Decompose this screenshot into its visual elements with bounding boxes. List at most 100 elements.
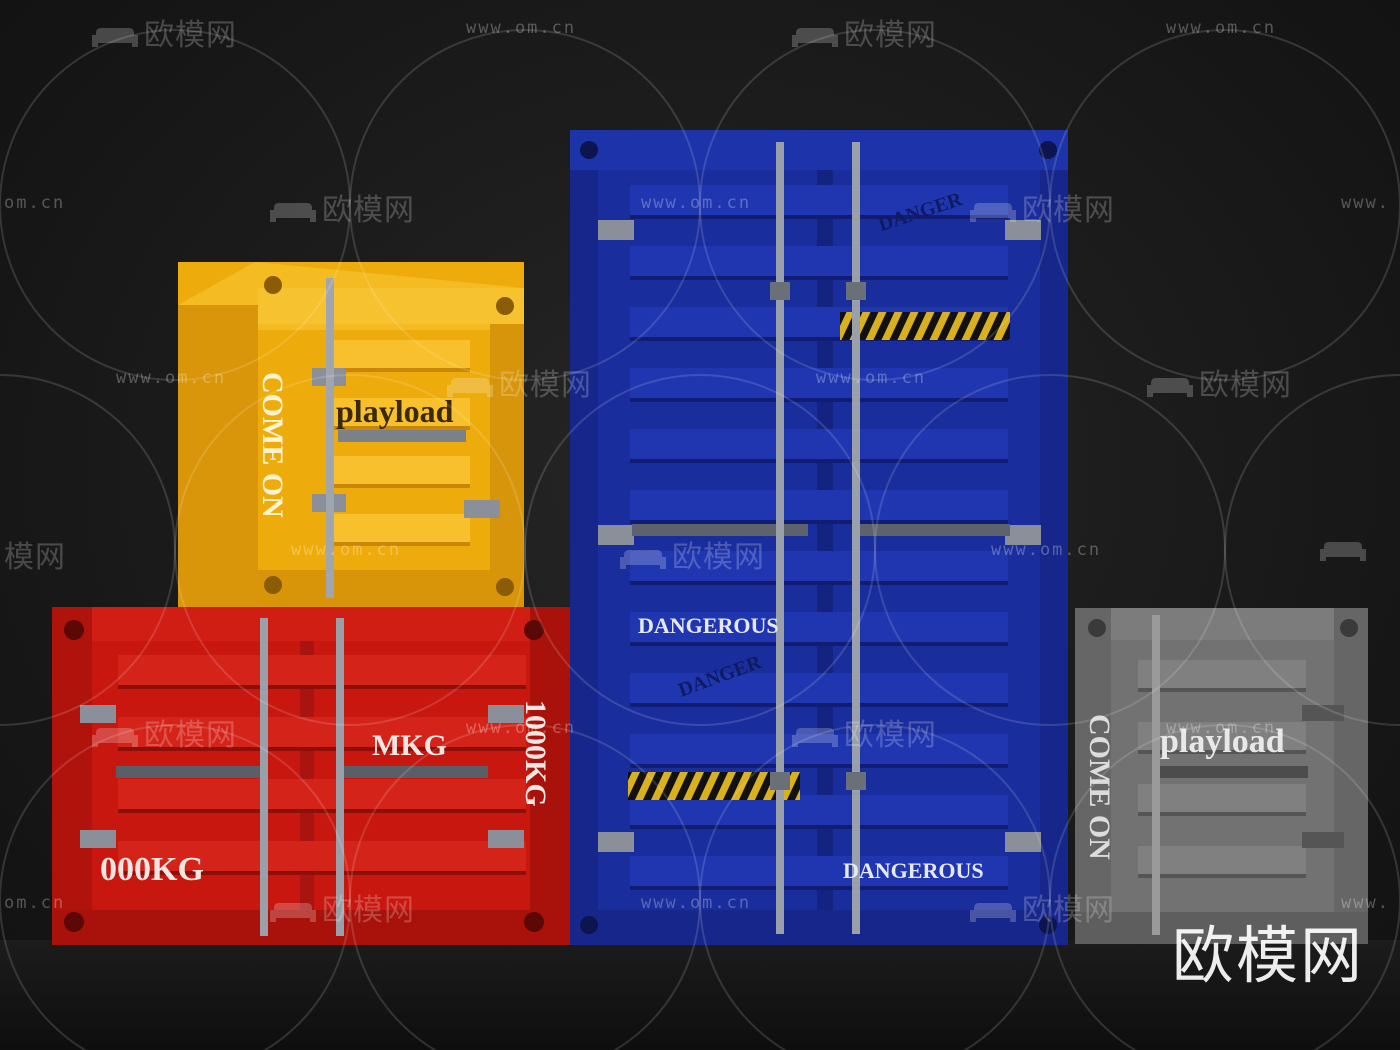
corrugation-rib [118,717,526,747]
corrugation-shadow [630,886,1008,890]
corrugation-rib [334,340,470,368]
corrugation-rib [630,246,1008,276]
watermark-url: om.cn [4,893,66,913]
corrugation-shadow [630,581,1008,585]
sofa-icon [620,549,666,569]
corrugation-shadow [1138,688,1306,692]
yellow-front-text: playload [336,393,454,429]
red-side-text: 1000KG [519,700,552,807]
watermark-logo: 欧模网 [792,710,937,754]
sofa-icon [970,902,1016,922]
corrugation-shadow [630,398,1008,402]
sofa-icon [792,727,838,747]
watermark-url: www.om.cn [291,540,402,560]
watermark-url: www.om.cn [641,893,752,913]
corrugation-rib [630,551,1008,581]
watermark-url: www.om.cn [991,540,1102,560]
corrugation-shadow [630,520,1008,524]
red-front-text: MKG [372,729,447,762]
corrugation-rib [334,514,470,542]
watermark-logo: 欧模网 [970,185,1115,229]
red-bottom-text: 000KG [100,851,204,888]
gray-side-text: COME ON [1083,714,1116,860]
watermark-logo: 欧模网 [1147,360,1292,404]
corrugation-rib [1138,722,1306,750]
watermark-url: www.om.cn [466,718,577,738]
corrugation-shadow [630,703,1008,707]
blue-middle-text: DANGEROUS [638,613,779,638]
watermark-logo: 欧模网 [92,710,237,754]
corrugation-shadow [118,809,526,813]
sofa-icon [792,27,838,47]
corrugation-rib [630,734,1008,764]
watermark-url: www.om.cn [816,368,927,388]
corrugation-shadow [630,459,1008,463]
watermark-url: www.om.cn [1166,718,1277,738]
blue-bottom-text: DANGEROUS [843,858,984,883]
corrugation-shadow [630,276,1008,280]
corrugation-shadow [334,368,470,372]
watermark-url: www.om.cn [1166,18,1277,38]
corrugation-shadow [630,642,1008,646]
watermark-logo: 欧模网 [792,10,937,54]
corrugation-shadow [630,215,1008,219]
corrugation-rib [630,673,1008,703]
corrugation-shadow [630,825,1008,829]
corrugation-rib [118,841,526,871]
gray-container: COME ON playload [1075,608,1368,944]
corrugation-rib [1138,660,1306,688]
corrugation-shadow [334,426,470,430]
sofa-icon [970,202,1016,222]
watermark-logo: 欧模网 [270,185,415,229]
red-container: MKG 1000KG 000KG [52,607,570,945]
corrugation-rib [334,398,470,426]
corrugation-rib [118,779,526,809]
corrugation-rib [630,856,1008,886]
watermark-url: www. [1341,893,1390,913]
blue-container: DANGEROUS DANGEROUS DANGER DANGER [570,130,1068,945]
corrugation-rib [630,368,1008,398]
watermark-arcs [0,29,1400,1050]
watermark-logo: 欧模网 [447,360,592,404]
corrugation-shadow [1138,750,1306,754]
corrugation-shadow [1138,812,1306,816]
corrugation-rib [118,655,526,685]
brand-logo-large: 欧模网 [1172,919,1365,992]
gray-front-text: playload [1160,723,1285,760]
corrugation-shadow [334,542,470,546]
sofa-icon [1320,541,1366,561]
corrugation-shadow [118,685,526,689]
corrugation-rib [1138,784,1306,812]
sofa-icon [1147,377,1193,397]
watermark-url: om.cn [4,193,66,213]
corrugation-shadow [118,871,526,875]
sofa-icon [270,902,316,922]
sofa-icon [270,202,316,222]
corrugation-shadow [118,747,526,751]
yellow-side-text: COME ON [256,372,289,518]
corrugation-rib [1138,846,1306,874]
sofa-icon [92,27,138,47]
corrugation-rib [630,490,1008,520]
sofa-icon [92,727,138,747]
corrugation-rib [630,429,1008,459]
watermark-logo-partial: 模网 [4,540,66,575]
watermark-url: www.om.cn [116,368,227,388]
corrugation-shadow [630,764,1008,768]
watermark-url: www.om.cn [466,18,577,38]
sofa-icon [447,377,493,397]
watermark-logo [1320,532,1372,567]
watermark-logo: 欧模网 [970,885,1115,929]
floor [0,940,1400,1050]
corrugation-shadow [630,337,1008,341]
corrugation-shadow [334,484,470,488]
corrugation-shadow [1138,874,1306,878]
watermark-logo: 欧模网 [92,10,237,54]
watermark-url: www.om.cn [641,193,752,213]
watermark-logo: 欧模网 [620,532,765,576]
corrugation-rib [334,456,470,484]
corrugation-rib [630,185,1008,215]
watermark-logo: 欧模网 [270,885,415,929]
